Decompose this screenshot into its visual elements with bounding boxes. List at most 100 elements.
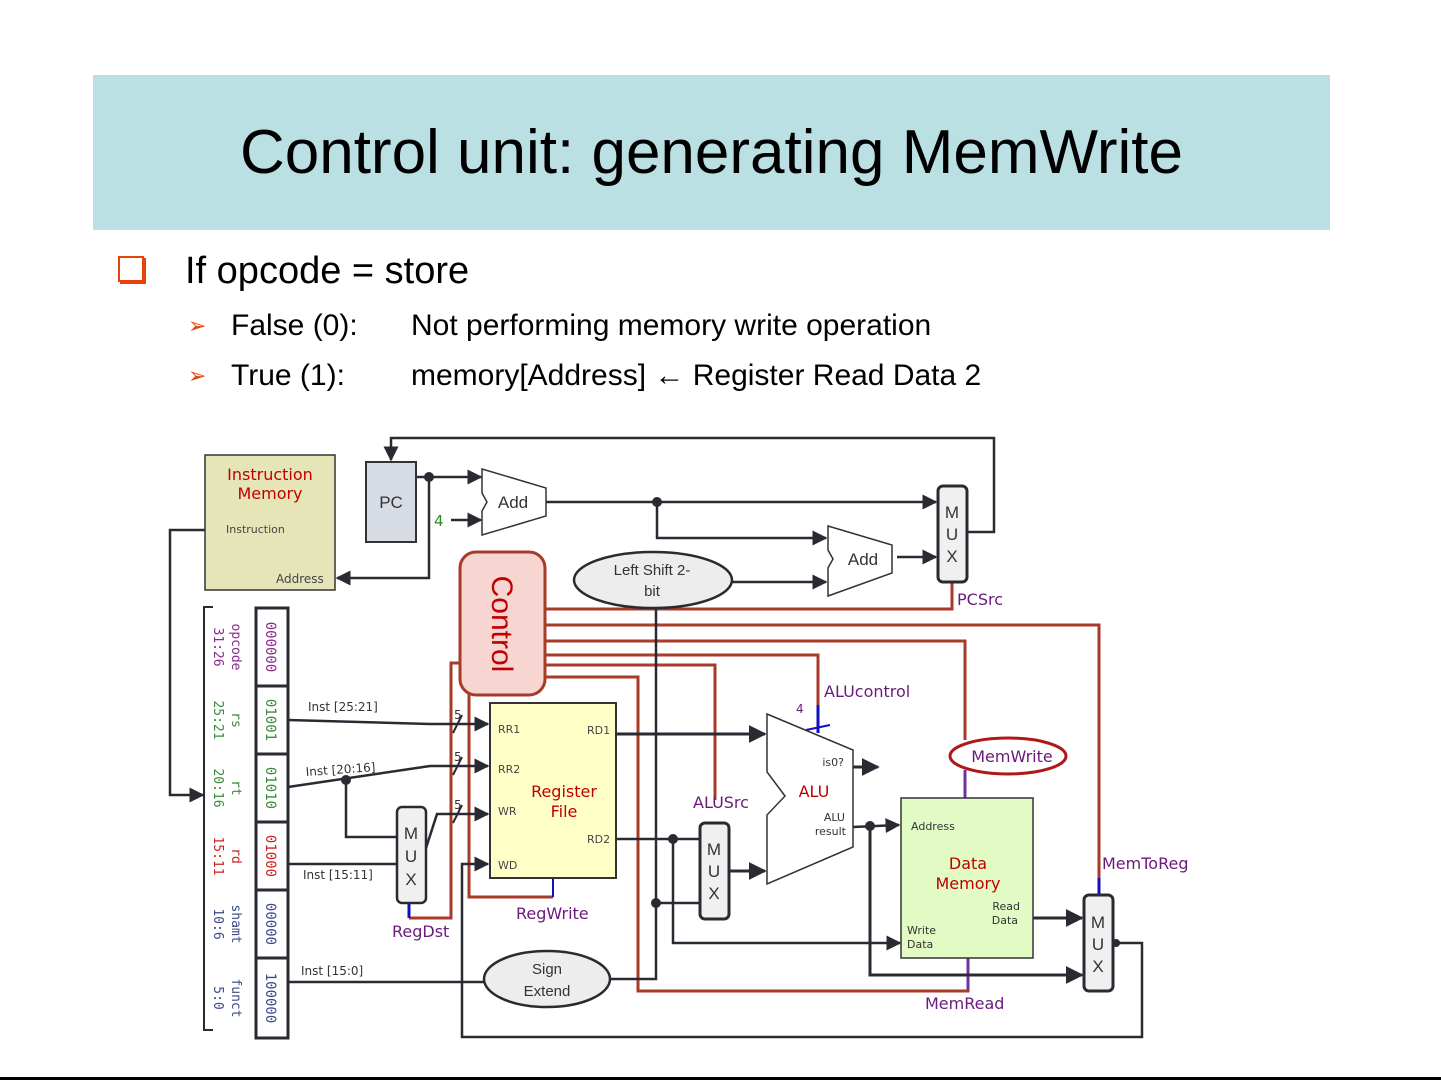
instruction-port-label: Instruction bbox=[226, 523, 285, 536]
memtoreg-mux bbox=[1082, 893, 1115, 993]
alu-result-label-1: ALU bbox=[824, 811, 845, 824]
bus-width-rs: 5 bbox=[454, 708, 462, 722]
rr1-port: RR1 bbox=[498, 723, 520, 736]
pc-adder bbox=[481, 467, 547, 537]
im-address-port-label: Address bbox=[276, 572, 324, 586]
memwrite-wire bbox=[545, 639, 967, 740]
const-four: 4 bbox=[434, 512, 444, 530]
regdst-mux bbox=[395, 805, 428, 905]
inst-rt-label: Inst [20:16] bbox=[305, 760, 376, 779]
slide-title: Control unit: generating MemWrite bbox=[239, 118, 1184, 187]
pc-mux-x: X bbox=[946, 547, 957, 566]
field-bits-rs: 25:21 bbox=[210, 700, 225, 739]
sub-bullet-text-true: memory[Address] ← Register Read Data 2 bbox=[411, 359, 982, 392]
alu-title: ALU bbox=[799, 782, 830, 801]
control-unit bbox=[458, 550, 547, 697]
alu-block bbox=[766, 712, 854, 886]
field-value-rs: 01001 bbox=[262, 699, 278, 741]
read-data-label-2: Data bbox=[992, 914, 1018, 927]
memwrite-label: MemWrite bbox=[971, 747, 1052, 766]
alusrc-label: ALUSrc bbox=[693, 793, 749, 812]
pc-label: PC bbox=[379, 493, 403, 512]
field-bits-rt: 20:16 bbox=[210, 768, 225, 807]
branch-adder-label: Add bbox=[848, 550, 878, 569]
alucontrol-wire bbox=[545, 653, 820, 705]
arrow-bullet-icon: ➢ bbox=[188, 313, 207, 338]
regdst-label: RegDst bbox=[392, 922, 449, 941]
alusrc-mux-u: U bbox=[708, 862, 720, 881]
memtoreg-mux-x: X bbox=[1092, 957, 1103, 976]
inst-rs-label: Inst [25:21] bbox=[308, 700, 378, 714]
field-value-rd: 01000 bbox=[262, 835, 278, 877]
instruction-memory-title-1: Instruction bbox=[227, 465, 313, 484]
rr2-port: RR2 bbox=[498, 763, 520, 776]
field-box-opcode bbox=[254, 606, 290, 688]
field-value-opcode: 000000 bbox=[262, 622, 278, 673]
junction-dots bbox=[341, 472, 1120, 947]
write-data-label-1: Write bbox=[907, 924, 936, 937]
square-bullet-icon bbox=[118, 256, 144, 282]
register-file-title-2: File bbox=[551, 802, 578, 821]
field-name-rt: rt bbox=[228, 780, 243, 796]
arrow-bullet-icon: ➢ bbox=[188, 363, 207, 388]
data-memory-title-2: Memory bbox=[935, 874, 1000, 893]
bus-width-marks bbox=[452, 714, 463, 824]
pc-adder-label: Add bbox=[498, 493, 528, 512]
sign-extend-unit bbox=[482, 949, 612, 1009]
field-value-funct: 100000 bbox=[262, 973, 278, 1024]
field-name-opcode: opcode bbox=[228, 624, 243, 671]
regdst-wire bbox=[409, 661, 460, 920]
memwrite-highlight-ring bbox=[948, 736, 1068, 776]
memtoreg-label: MemToReg bbox=[1102, 854, 1188, 873]
field-bracket bbox=[203, 606, 213, 1031]
read-data-label-1: Read bbox=[992, 900, 1020, 913]
field-bits-opcode: 31:26 bbox=[210, 627, 225, 666]
regdst-mux-m: M bbox=[404, 824, 418, 843]
field-box-shamt bbox=[254, 888, 290, 960]
alu-control-width: 4 bbox=[796, 702, 804, 716]
left-shift-label-2: bit bbox=[644, 583, 661, 600]
pcsrc-label: PCSrc bbox=[957, 590, 1003, 609]
pc-mux-u: U bbox=[946, 525, 958, 544]
field-value-shamt: 00000 bbox=[262, 903, 278, 945]
field-value-rt: 01010 bbox=[262, 767, 278, 809]
alucontrol-label: ALUcontrol bbox=[824, 682, 910, 701]
field-name-rd: rd bbox=[228, 848, 243, 864]
field-box-rt bbox=[254, 752, 290, 824]
inst-imm-label: Inst [15:0] bbox=[301, 964, 363, 978]
rd1-port: RD1 bbox=[587, 724, 610, 737]
bus-width-rt: 5 bbox=[454, 750, 462, 764]
left-shift-label-1: Left Shift 2- bbox=[614, 562, 691, 579]
control-unit-label: Control bbox=[485, 576, 518, 673]
memtoreg-wire bbox=[545, 623, 1101, 878]
field-bits-funct: 5:0 bbox=[210, 986, 225, 1009]
sub-bullet-label-true: True (1): bbox=[231, 359, 345, 392]
memtoreg-mux-m: M bbox=[1091, 913, 1105, 932]
sign-extend-label-1: Sign bbox=[532, 961, 562, 978]
register-file-title-1: Register bbox=[531, 782, 597, 801]
pc-mux bbox=[936, 484, 969, 584]
alu-result-label-2: result bbox=[815, 825, 847, 838]
branch-adder bbox=[827, 524, 893, 598]
memtoreg-mux-u: U bbox=[1092, 935, 1104, 954]
pc-mux-m: M bbox=[945, 503, 959, 522]
bottom-divider bbox=[0, 1077, 1441, 1080]
memread-label: MemRead bbox=[925, 994, 1004, 1013]
left-shift-unit bbox=[572, 550, 734, 610]
is0-port: is0? bbox=[822, 756, 844, 769]
field-bits-shamt: 10:6 bbox=[210, 908, 225, 939]
dm-address-port: Address bbox=[911, 820, 955, 833]
data-memory-title-1: Data bbox=[949, 854, 987, 873]
field-box-funct bbox=[254, 956, 290, 1040]
field-bits-rd: 15:11 bbox=[210, 836, 225, 875]
field-name-rs: rs bbox=[228, 712, 243, 728]
instruction-memory-block bbox=[204, 454, 336, 591]
pc-register bbox=[365, 461, 417, 543]
field-name-funct: funct bbox=[228, 978, 243, 1017]
bus-width-wr: 5 bbox=[454, 798, 462, 812]
sub-bullet-label-false: False (0): bbox=[231, 309, 358, 342]
field-name-shamt: shamt bbox=[228, 904, 243, 943]
sub-bullet-text-false: Not performing memory write operation bbox=[411, 309, 932, 342]
